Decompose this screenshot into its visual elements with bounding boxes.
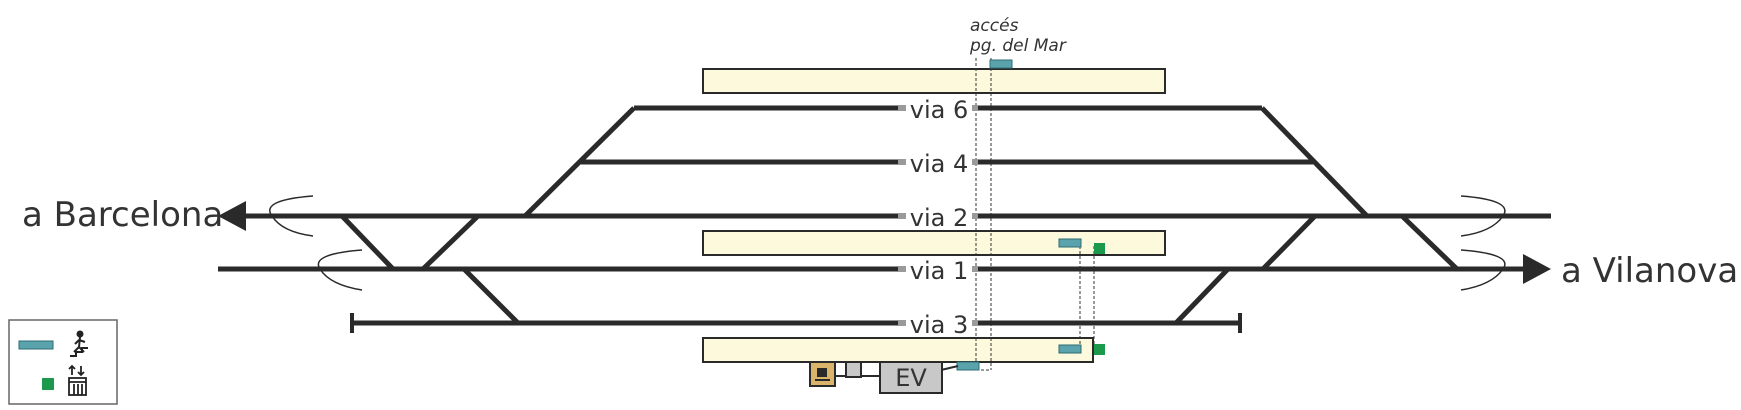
access-label-line1: accés xyxy=(970,16,1019,36)
crossover-right-b xyxy=(1400,214,1459,271)
legend-box xyxy=(8,319,118,405)
platform-top xyxy=(702,68,1166,94)
stairs-icon xyxy=(70,330,88,357)
cafe-cup-icon xyxy=(817,368,827,377)
stairs-icon xyxy=(1058,344,1082,354)
station-building xyxy=(879,361,943,394)
legend-elevator-swatch xyxy=(42,378,54,390)
legend-stairs-swatch xyxy=(18,340,54,350)
elevator-icon xyxy=(1094,243,1105,254)
tunnel-arcs xyxy=(269,195,1506,291)
arrow-right-icon xyxy=(1523,254,1551,284)
crossover-via6-left xyxy=(523,106,636,218)
stairs-icon xyxy=(1058,238,1082,248)
direction-label-left: a Barcelona xyxy=(22,195,223,235)
direction-label-right: a Vilanova xyxy=(1561,251,1738,291)
arrow-left-icon xyxy=(218,201,246,231)
platform-middle xyxy=(702,230,1166,256)
access-label-line2: pg. del Mar xyxy=(969,36,1067,56)
building-connector-2 xyxy=(940,365,959,371)
elevator-icon xyxy=(1094,344,1105,355)
track-label-bg xyxy=(906,95,972,336)
crossover-left-a xyxy=(340,214,395,271)
buffer-stops xyxy=(350,313,1242,333)
crossover-via6-right xyxy=(1260,106,1369,218)
elevator-icon xyxy=(68,364,87,396)
track-label-via-1: via 1 xyxy=(910,257,968,285)
stairs-icon xyxy=(956,361,980,371)
tracks xyxy=(218,105,1551,326)
station-building-label: EV xyxy=(895,364,927,392)
crossover-left-b xyxy=(421,214,480,271)
track-label-via-4: via 4 xyxy=(910,150,968,178)
crossover-via3-left xyxy=(462,267,520,325)
kiosk-icon xyxy=(845,361,862,378)
platform-bottom xyxy=(702,337,1094,363)
crossover-via3-right xyxy=(1174,267,1230,325)
cafe-saucer xyxy=(815,379,830,381)
stairs-icon xyxy=(989,59,1013,69)
crossover-right-a xyxy=(1261,214,1317,271)
track-label-via-2: via 2 xyxy=(910,204,968,232)
track-label-via-3: via 3 xyxy=(910,311,968,339)
track-label-via-6: via 6 xyxy=(910,96,968,124)
elevator-icons xyxy=(1094,243,1105,355)
legend xyxy=(8,319,118,405)
